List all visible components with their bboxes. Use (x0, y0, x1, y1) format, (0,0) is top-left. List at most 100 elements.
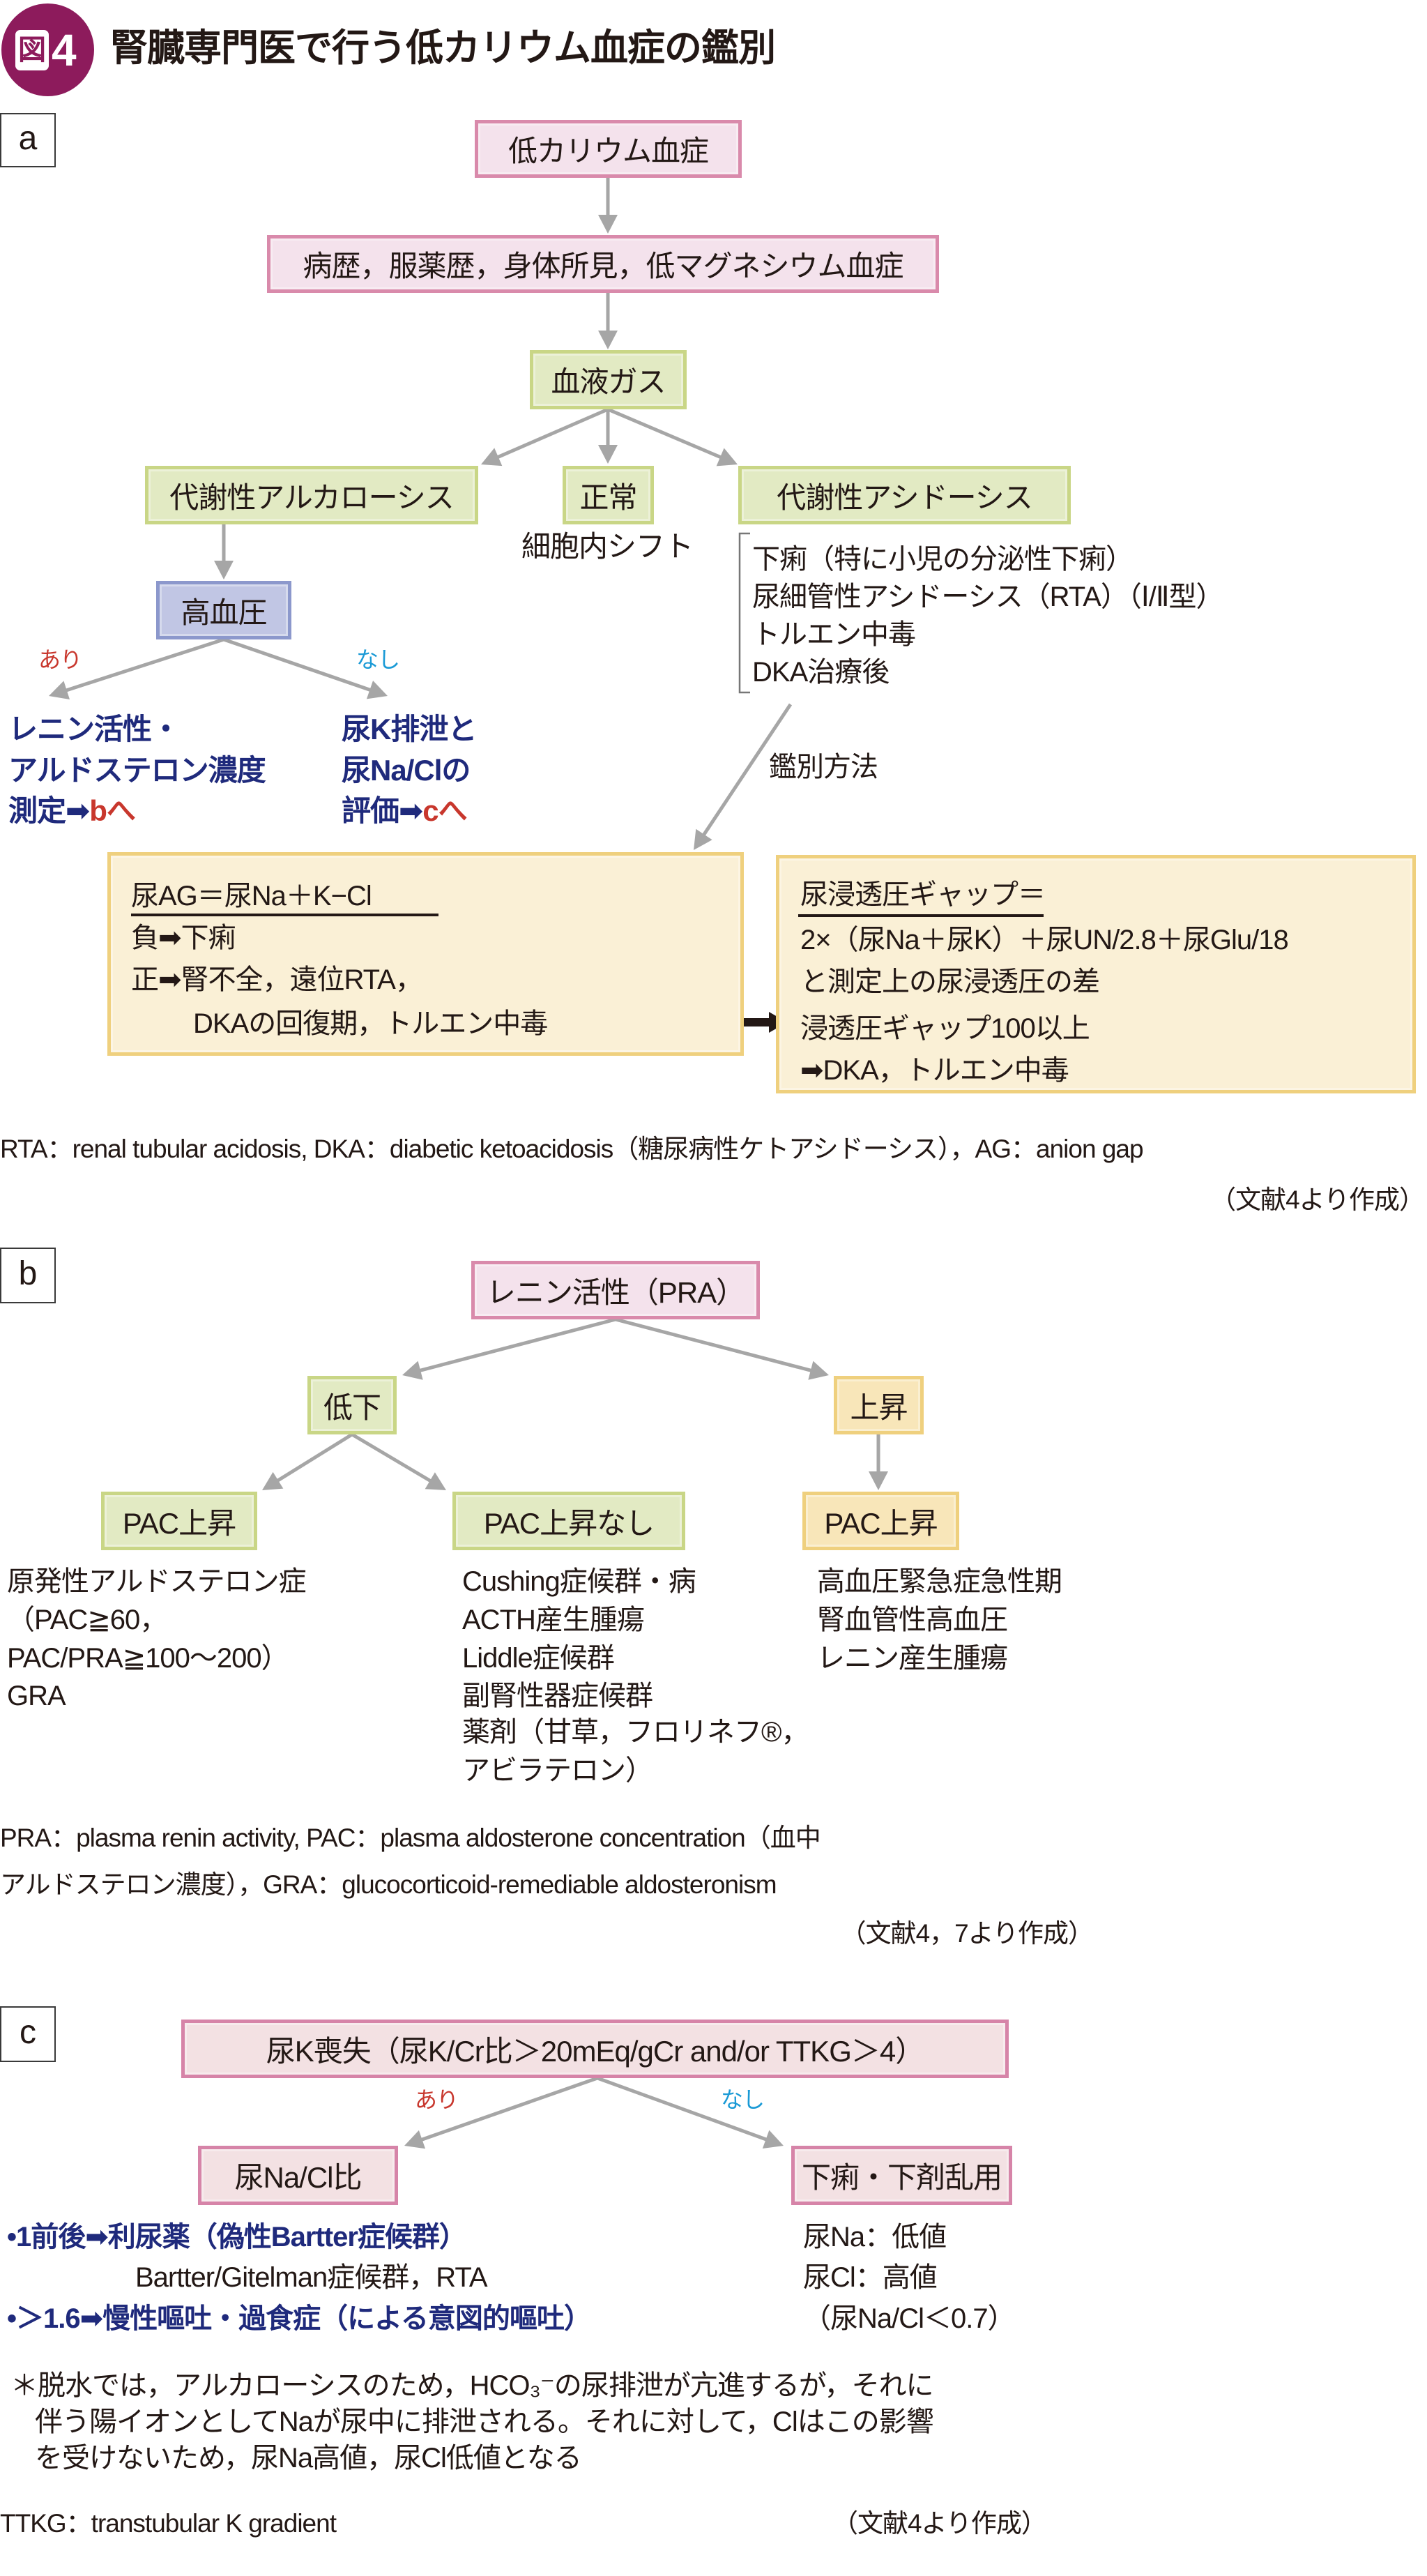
osmolal-gap-box (776, 855, 1416, 1093)
anion-gap-line: 正➡腎不全，遠位RTA， (131, 964, 423, 995)
arrow-blood-gas-to-acidosis-head (716, 448, 738, 467)
arrow-high-to-pac-up (869, 1434, 888, 1490)
pac-up-high-item: 腎血管性高血圧 (817, 1605, 1008, 1635)
pac-up-low-item: PAC/PRA≧100～200） (7, 1643, 289, 1674)
yes-result-line: アルドステロン濃度 (8, 754, 266, 787)
node-renin-activity: レニン活性（PRA） (471, 1261, 760, 1319)
arrow-low-to-pac-not-up-head (425, 1472, 446, 1490)
branch-no-label: なし (356, 647, 400, 672)
pac-not-up-item: ACTH産生腫瘍 (462, 1605, 645, 1635)
arrow-renin-to-low-line (418, 1317, 616, 1373)
no-result-prefix: 評価 (342, 794, 399, 827)
osmolal-gap-title-underline (798, 914, 1044, 917)
anion-gap-line: 負➡下痢 (131, 923, 236, 953)
method-label: 鑑別方法 (769, 752, 878, 782)
figure-badge: 図 4 (1, 3, 94, 96)
na-cl-result-item: •1前後➡利尿薬（偽性Bartter症候群） (7, 2222, 467, 2252)
arrow-alkalosis-to-hypertension-head (214, 561, 234, 579)
arrow-blood-gas-to-normal (598, 409, 618, 464)
arrow-alkalosis-to-hypertension (214, 524, 234, 579)
arrow-hypertension-no-line (223, 637, 372, 692)
node-hypokalemia: 低カリウム血症 (475, 120, 742, 178)
dehydration-note-line: を受けないため，尿Na高値，尿Cl低値となる (35, 2443, 582, 2473)
arrow-right-icon: ➡ (66, 794, 90, 827)
panel-a-source: （文献4より作成） (1210, 1185, 1425, 1214)
arrow-low-to-pac-up (262, 1432, 353, 1490)
pac-not-up-item: Liddle症候群 (462, 1643, 615, 1674)
yes-result-line: 測定➡bへ (8, 794, 136, 828)
pac-up-high-item: 高血圧緊急症急性期 (817, 1566, 1062, 1597)
arrow-acidosis-to-anion-gap-head (694, 828, 712, 850)
pac-up-low-item: 原発性アルドステロン症 (7, 1566, 307, 1597)
branch-no-label: なし (721, 2087, 765, 2112)
osmolal-gap-title: 尿浸透圧ギャップ＝ (800, 879, 1046, 910)
node-metabolic-alkalosis: 代謝性アルカローシス (145, 466, 478, 524)
panel-a-footnote: RTA：renal tubular acidosis, DKA：diabetic… (0, 1135, 1144, 1163)
panel-label-c: c (0, 2006, 56, 2062)
arrow-renin-to-high (615, 1317, 829, 1380)
panel-c-footnote: TTKG：transtubular K gradient (0, 2509, 337, 2538)
node-hypertension: 高血圧 (156, 581, 291, 639)
arrow-renin-to-low (402, 1317, 616, 1380)
panel-c-source: （文献4より作成） (832, 2509, 1047, 2538)
figure-badge-number: 4 (52, 25, 77, 75)
na-cl-result-item: Bartter/Gitelman症候群，RTA (135, 2262, 488, 2293)
dehydration-note-line: ＊脱水では，アルカローシスのため，HCO₃⁻の尿排泄が亢進するが，それに (10, 2370, 933, 2401)
diarrhea-result-item: 尿Na：低値 (803, 2222, 947, 2252)
anion-gap-title-underline (131, 914, 438, 916)
arrow-blood-gas-to-alkalosis-line (496, 407, 609, 460)
arrow-blood-gas-to-alkalosis (481, 407, 609, 467)
acidosis-cause-item: 尿細管性アシドーシス（RTA）（Ⅰ/Ⅱ型） (752, 582, 1224, 612)
no-result-line: 尿K排泄と (342, 713, 477, 745)
arrow-low-to-pac-up-line (275, 1432, 353, 1483)
pac-up-high-item: レニン産生腫瘍 (817, 1643, 1008, 1674)
acidosis-cause-item: 下痢（特に小児の分泌性下痢） (752, 544, 1134, 575)
arrow-high-to-pac-up-head (869, 1471, 888, 1490)
node-diarrhea-laxative: 下痢・下剤乱用 (791, 2146, 1012, 2205)
na-cl-result-item: •＞1.6➡慢性嘔吐・過食症（による意図的嘔吐） (7, 2303, 592, 2334)
arrow-urine-k-loss-no-head (762, 2130, 784, 2149)
branch-yes-label: あり (415, 2087, 459, 2112)
normal-note: 細胞内シフト (521, 530, 694, 563)
arrow-renin-to-high-line (615, 1317, 813, 1373)
arrow-urine-k-loss-yes-head (404, 2130, 426, 2149)
node-normal: 正常 (563, 466, 654, 524)
arrow-low-to-pac-up-head (262, 1471, 284, 1490)
osmolal-gap-line: 2×（尿Na＋尿K）＋尿UN/2.8＋尿Glu/18 (800, 925, 1289, 955)
arrow-hypokalemia-to-history-head (598, 215, 618, 234)
node-history: 病歴，服薬歴，身体所見，低マグネシウム血症 (267, 235, 939, 293)
panel-label-b: b (0, 1248, 56, 1303)
pac-not-up-item: Cushing症候群・病 (462, 1566, 696, 1597)
node-blood-gas: 血液ガス (530, 350, 687, 409)
figure-badge-label: 図 (15, 30, 49, 70)
node-pac-not-up: PAC上昇なし (452, 1492, 685, 1550)
osmolal-gap-line: 浸透圧ギャップ100以上 (800, 1013, 1090, 1044)
pac-not-up-item: アビラテロン） (462, 1755, 653, 1786)
yes-result-line: レニン活性・ (8, 713, 181, 745)
arrow-low-to-pac-not-up-line (351, 1432, 432, 1483)
pac-up-low-item: GRA (7, 1681, 66, 1711)
node-renin-high: 上昇 (834, 1376, 924, 1434)
node-renin-low: 低下 (307, 1376, 397, 1434)
arrow-blood-gas-to-acidosis (607, 407, 738, 467)
acidosis-cause-item: DKA治療後 (752, 657, 890, 688)
anion-gap-box (107, 852, 744, 1056)
no-result-line: 評価➡cへ (342, 794, 468, 828)
arrow-history-to-blood-gas-head (598, 331, 618, 349)
acidosis-cause-item: トルエン中毒 (752, 619, 916, 650)
arrow-blood-gas-to-acidosis-line (607, 407, 722, 460)
arrow-renin-to-low-head (402, 1361, 423, 1380)
pac-not-up-item: 薬剤（甘草，フロリネフ®， (462, 1717, 809, 1748)
dehydration-note-line: 伴う陽イオンとしてNaが尿中に排泄される。それに対して，Clはこの影響 (35, 2407, 934, 2437)
node-pac-up-low-renin: PAC上昇 (101, 1492, 257, 1550)
branch-yes-label: あり (38, 647, 82, 672)
pac-not-up-item: 副腎性器症候群 (462, 1681, 653, 1711)
arrow-hypokalemia-to-history (598, 178, 618, 234)
node-urine-na-cl-ratio: 尿Na/Cl比 (198, 2146, 398, 2205)
arrow-history-to-blood-gas (598, 293, 618, 349)
diarrhea-result-item: （尿Na/Cl＜0.7） (803, 2303, 1016, 2334)
node-metabolic-acidosis: 代謝性アシドーシス (738, 466, 1071, 524)
arrow-renin-to-high-head (808, 1361, 829, 1380)
no-result-line: 尿Na/Clの (342, 754, 471, 787)
